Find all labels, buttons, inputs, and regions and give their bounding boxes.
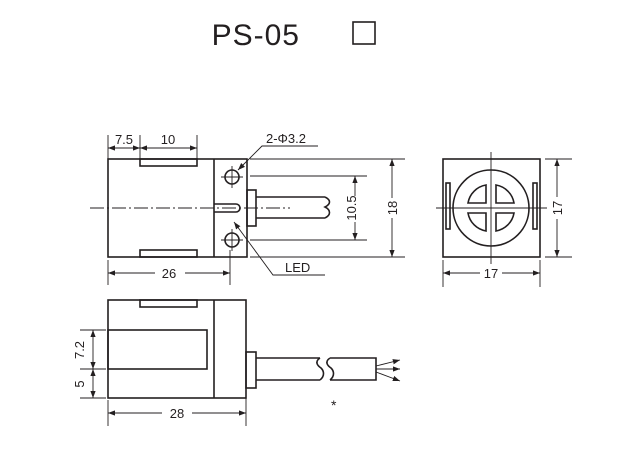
hole-spec-label: 2-Φ3.2: [266, 131, 306, 146]
led-label: LED: [285, 260, 310, 275]
end-view: 17 17: [436, 152, 572, 287]
dim-5: 5: [72, 380, 87, 387]
end-height-dim: 17: [550, 201, 565, 215]
dim-26: 26: [162, 266, 176, 281]
end-width-dim: 17: [484, 266, 498, 281]
dim-10: 10: [161, 132, 175, 147]
dim-18: 18: [385, 201, 400, 215]
dim-7-2: 7.2: [72, 341, 87, 359]
side-view: * 7.2 5 28: [72, 299, 401, 426]
note-asterisk: *: [331, 397, 337, 413]
page-title: PS-05: [212, 19, 300, 52]
dim-10-5: 10.5: [344, 195, 359, 220]
title-suffix-box: [352, 21, 376, 45]
dim-28: 28: [170, 406, 184, 421]
top-view: 7.5 10 2-Φ3.2 26 LED 10.5 18: [90, 131, 405, 285]
dim-7-5: 7.5: [115, 132, 133, 147]
